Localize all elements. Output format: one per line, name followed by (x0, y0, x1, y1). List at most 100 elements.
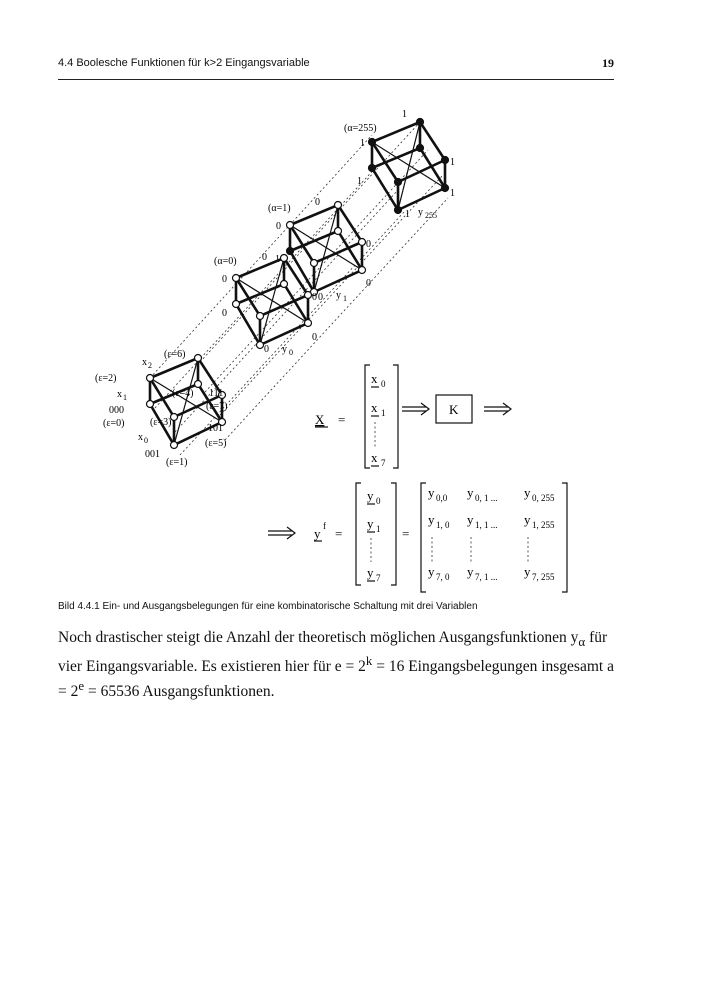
vector-entry-x1-subscript: 1 (381, 408, 386, 418)
header-rule (58, 79, 614, 80)
output-matrix-equation: y f = y 0 y 1 y 7 = y 0,0 y 0, 1 ... y 0… (268, 482, 568, 593)
vertex-value: 1 (450, 188, 455, 199)
eps0-label: (ε=0) (103, 418, 125, 429)
matrix-cell: y (428, 485, 435, 500)
matrix-cell: y (428, 564, 435, 579)
paragraph-part: für vier Eingangsvariable. Es existieren… (58, 629, 608, 676)
yvec-entry-1: y (367, 516, 374, 531)
paragraph-part: = 65536 Ausgangsfunktionen. (84, 683, 275, 701)
yf-symbol: y (314, 526, 321, 541)
eps7-label: (ε=7) (206, 401, 228, 412)
page-header: 4.4 Boolesche Funktionen für k>2 Eingang… (58, 56, 614, 77)
vertex-value: 0 (276, 221, 281, 232)
body-paragraph: Noch drastischer steigt die Anzahl der t… (58, 628, 614, 701)
matrix-cell-subscript: 7, 0 (436, 572, 450, 582)
matrix-cell-subscript: 7, 255 (532, 572, 555, 582)
output-cube-alpha255: 1 (α=255) 1 1 1 1 1 y 255 (344, 109, 455, 220)
vertex-value: 0 (366, 239, 371, 250)
k-box (435, 394, 473, 424)
matrix-cell-subscript: 7, 1 ... (475, 572, 498, 582)
matrix-row-0: y 0,0 y 0, 1 ... y 0, 255 (428, 485, 555, 503)
vertex-value: 0 (222, 308, 227, 319)
matrix-cell: y (524, 485, 531, 500)
vertex-value: 1 (450, 157, 455, 168)
superscript-k: k (365, 653, 373, 669)
y0-subscript: 0 (289, 348, 293, 357)
eps2-label: (ε=2) (95, 373, 117, 384)
x-vector-symbol: X (315, 412, 325, 427)
input-cube: (ε=2) x 2 (ε=6) x 1 (ε=4) 111 (ε=7) 000 … (95, 349, 228, 468)
matrix-cell-subscript: 0, 1 ... (475, 493, 498, 503)
vector-entry-x1: x (371, 400, 378, 415)
paragraph-part: Noch drastischer steigt die Anzahl der t… (58, 629, 579, 646)
x2-subscript: 2 (148, 361, 152, 370)
subscript-alpha: α (578, 634, 586, 650)
superscript-e: e (78, 678, 85, 694)
vertex-value: 0 (312, 292, 317, 303)
yf-superscript: f (323, 521, 326, 531)
implies-arrow (484, 402, 512, 416)
equals-sign: = (402, 526, 409, 541)
alpha0-label: (α=0) (214, 256, 237, 267)
input-vector-equation: X = x 0 x 1 x 7 K (315, 364, 512, 469)
vector-entry-x7-subscript: 7 (381, 458, 386, 468)
paragraph-text: Noch drastischer steigt die Anzahl der t… (58, 628, 614, 701)
vector-entry-x7: x (371, 450, 378, 465)
vertex-value: 0 (264, 344, 269, 355)
matrix-cell: y (524, 564, 531, 579)
yvec-entry-7: y (367, 565, 374, 580)
vertex-value: 1 (405, 209, 410, 220)
matrix-cell-subscript: 1, 1 ... (475, 520, 498, 530)
output-cube-alpha1: (α=1) 0 0 0 0 1 0 y 1 (268, 197, 371, 303)
v000-label: 000 (109, 405, 124, 416)
vector-entry-x0-subscript: 0 (381, 379, 386, 389)
x1-label: x (117, 389, 122, 400)
matrix-cell-subscript: 0, 255 (532, 493, 555, 503)
v001-label: 001 (145, 449, 160, 460)
equals-sign: = (335, 526, 342, 541)
v101-label: 101 (208, 423, 223, 434)
yvec-entry-0: y (367, 488, 374, 503)
figure-caption: Bild 4.4.1 Ein- und Ausgangsbelegungen f… (58, 601, 478, 612)
matrix-cell: y (467, 512, 474, 527)
eps3-label: (ε=3) (150, 417, 172, 428)
matrix-cell-subscript: 0,0 (436, 493, 448, 503)
matrix-cell: y (467, 485, 474, 500)
page-number: 19 (602, 56, 614, 70)
vertex-value: 0 (222, 274, 227, 285)
matrix-cell-subscript: 1, 255 (532, 520, 555, 530)
eps4-label: (ε=4) (172, 388, 194, 399)
x2-label: x (142, 357, 147, 368)
vertex-value: 1 (402, 109, 407, 120)
yvec-entry-1-subscript: 1 (376, 524, 381, 534)
vertex-value: 0 (315, 197, 320, 208)
vertex-value: 0 (318, 292, 323, 303)
y255-subscript: 255 (425, 211, 437, 220)
k-box-label: K (449, 402, 459, 417)
y1-subscript: 1 (343, 294, 347, 303)
alpha1-label: (α=1) (268, 203, 291, 214)
x0-label: x (138, 432, 143, 443)
matrix-row-1: y 1, 0 y 1, 1 ... y 1, 255 (428, 512, 555, 530)
equals-sign: = (338, 412, 345, 427)
vertex-value: 0 (312, 332, 317, 343)
yvec-entry-0-subscript: 0 (376, 496, 381, 506)
v111-label: 111 (209, 388, 223, 399)
yvec-entry-7-subscript: 7 (376, 573, 381, 583)
x1-subscript: 1 (123, 393, 127, 402)
paragraph-part: = 16 Eingangsbelegungen insgesamt a = 2 (58, 658, 614, 701)
alpha255-label: (α=255) (344, 123, 377, 134)
section-title: 4.4 Boolesche Funktionen für k>2 Eingang… (58, 57, 310, 69)
eps1-label: (ε=1) (166, 457, 188, 468)
matrix-row-7: y 7, 0 y 7, 1 ... y 7, 255 (428, 564, 555, 582)
implies-arrow (268, 526, 296, 540)
vertex-value: 1 (360, 138, 365, 149)
matrix-cell: y (467, 564, 474, 579)
x0-subscript: 0 (144, 436, 148, 445)
y1-label: y (336, 290, 341, 301)
vertex-value: 0 (366, 278, 371, 289)
matrix-cell: y (428, 512, 435, 527)
y0-label: y (282, 344, 287, 355)
matrix-cell: y (524, 512, 531, 527)
implies-arrow (402, 402, 430, 416)
